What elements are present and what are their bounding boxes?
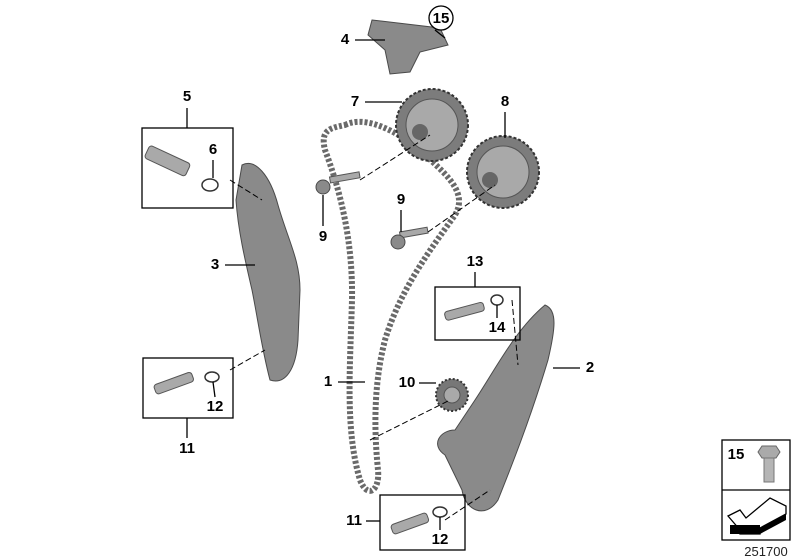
timing-chain: [320, 118, 463, 494]
callout-2[interactable]: 2: [586, 359, 594, 376]
camshaft-sprocket-intake: [395, 88, 469, 162]
callout-11-bottom[interactable]: 11: [346, 512, 362, 529]
tensioner-rail: [235, 163, 301, 382]
callout-1[interactable]: 1: [324, 373, 332, 390]
callout-15[interactable]: 15: [433, 10, 450, 27]
seal-ring-6: [201, 178, 219, 192]
legend-label-15: 15: [728, 446, 745, 463]
seal-ring-12-left: [204, 371, 220, 383]
box-pin-left: [142, 357, 234, 419]
callout-15-circle: [428, 5, 454, 31]
chain-tensioner: [144, 145, 191, 177]
legend-box: 15: [721, 439, 791, 541]
pin-13: [444, 301, 485, 321]
direction-arrow-icon: [726, 497, 787, 535]
bolt-icon: [757, 445, 781, 483]
reference-number: 251700: [744, 544, 787, 559]
pin-11-bottom: [390, 512, 430, 535]
seal-ring-14: [490, 294, 504, 306]
bolt-9-upper: [315, 171, 361, 195]
callout-13[interactable]: 13: [467, 253, 484, 270]
callout-12-left[interactable]: 12: [207, 398, 224, 415]
box-pin-bottom: [379, 494, 466, 551]
callout-10[interactable]: 10: [399, 374, 416, 391]
callout-6[interactable]: 6: [209, 141, 217, 158]
callout-3[interactable]: 3: [211, 256, 219, 273]
bolt-9-lower: [390, 226, 429, 250]
callout-12-bottom[interactable]: 12: [432, 531, 449, 548]
callout-11-left[interactable]: 11: [179, 440, 195, 457]
crankshaft-sprocket: [435, 378, 469, 412]
callout-8[interactable]: 8: [501, 93, 509, 110]
callout-7[interactable]: 7: [351, 93, 359, 110]
camshaft-sprocket-exhaust: [466, 135, 540, 209]
box-pin-13: [434, 286, 521, 341]
callout-9-right[interactable]: 9: [397, 191, 405, 208]
callout-14[interactable]: 14: [489, 319, 506, 336]
callout-4[interactable]: 4: [341, 31, 350, 48]
pin-11-left: [153, 371, 194, 395]
guide-rail: [437, 304, 555, 512]
callout-9-left[interactable]: 9: [319, 228, 327, 245]
seal-ring-12-bottom: [432, 506, 448, 518]
callout-5[interactable]: 5: [183, 88, 191, 105]
